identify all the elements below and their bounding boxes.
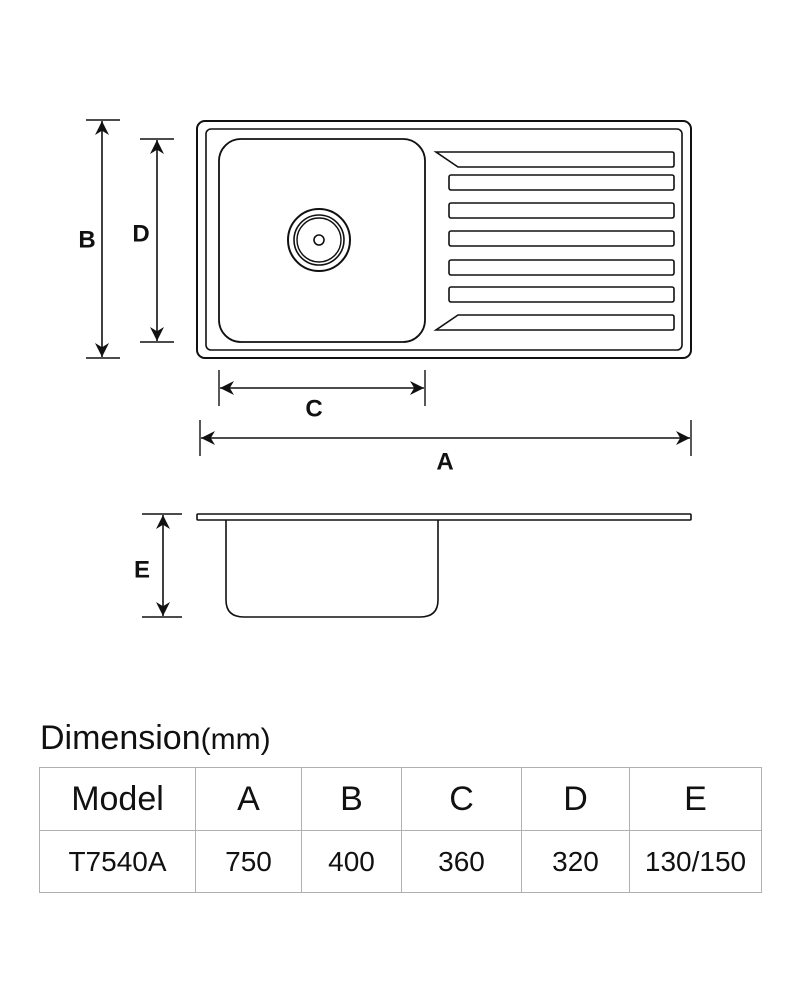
dimension-title-unit: (mm) <box>200 723 271 756</box>
dimension-a: A <box>199 420 692 476</box>
dimension-b: B <box>78 119 120 359</box>
drainboard-rib <box>448 202 675 219</box>
drainboard-rib <box>433 151 675 168</box>
drainboard-rib <box>448 230 675 247</box>
column-header-e: E <box>629 767 762 831</box>
dimension-label-c: C <box>305 396 322 423</box>
sink-outer-rim <box>196 120 692 359</box>
dimension-title: Dimension(mm) <box>40 714 271 764</box>
dimension-label-e: E <box>134 557 150 584</box>
column-header-model: Model <box>39 767 196 831</box>
dimension-label-d: D <box>132 221 149 248</box>
column-header-a: A <box>195 767 302 831</box>
table-header-row: Model A B C D E <box>39 767 762 831</box>
cell-e: 130/150 <box>629 830 762 893</box>
dimension-table: Model A B C D E T7540A 750 400 360 320 1… <box>39 767 762 893</box>
column-header-d: D <box>521 767 630 831</box>
drainboard-rib <box>448 286 675 303</box>
column-header-b: B <box>301 767 402 831</box>
cell-a: 750 <box>195 830 302 893</box>
cell-d: 320 <box>521 830 630 893</box>
dimension-label-a: A <box>436 449 453 476</box>
cell-c: 360 <box>401 830 522 893</box>
dimension-label-b: B <box>78 227 95 254</box>
dimension-c: C <box>218 370 426 423</box>
sink-side-rim <box>196 513 692 521</box>
sink-inner-rim <box>205 128 683 351</box>
cell-b: 400 <box>301 830 402 893</box>
drainboard-rib <box>448 174 675 191</box>
table-row: T7540A 750 400 360 320 130/150 <box>39 830 762 893</box>
drainboard-ribs <box>433 151 675 331</box>
sink-dimension-diagram: B D C A E <box>78 119 692 618</box>
drainboard-rib <box>448 259 675 276</box>
cell-model: T7540A <box>39 830 196 893</box>
dimension-d: D <box>132 138 174 343</box>
sink-bowl <box>218 138 426 343</box>
drainboard-rib <box>433 314 675 331</box>
sink-side-bowl <box>225 520 439 618</box>
dimension-e: E <box>134 513 182 618</box>
drain-icon <box>287 208 351 272</box>
column-header-c: C <box>401 767 522 831</box>
sink-side-view <box>196 513 692 618</box>
dimension-title-text: Dimension <box>40 719 201 757</box>
sink-top-view <box>196 120 692 359</box>
